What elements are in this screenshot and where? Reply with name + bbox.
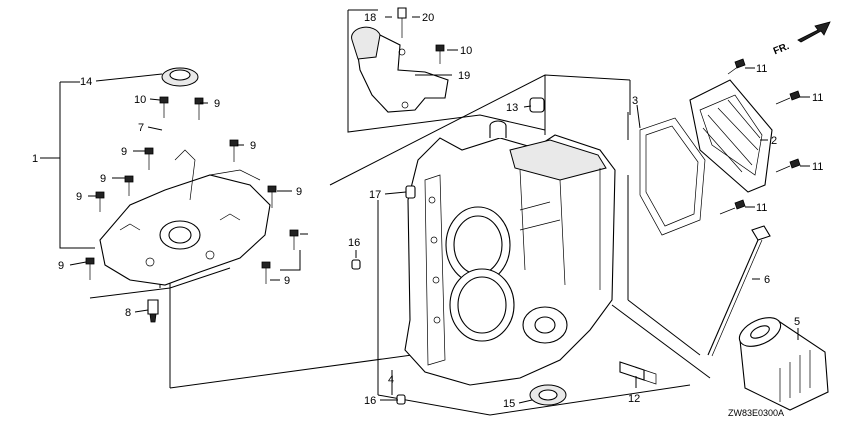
oil-filter (738, 317, 829, 411)
callout-11-d: 11 (756, 202, 767, 214)
callout-9-d: 9 (100, 173, 106, 185)
callout-17: 17 (369, 189, 381, 201)
callout-9-e: 9 (76, 191, 82, 203)
callout-10-a: 10 (134, 94, 146, 106)
callout-2: 2 (771, 135, 777, 147)
callout-9-f: 9 (296, 186, 302, 198)
callouts: 1 2 3 4 5 6 7 8 9 9 9 9 9 9 9 9 10 10 11… (32, 12, 823, 410)
bracket-assembly (351, 7, 449, 113)
direction-label: FR. (772, 41, 791, 57)
callout-11-b: 11 (812, 92, 823, 104)
callout-9-a: 9 (214, 98, 220, 110)
bolts (85, 44, 801, 284)
callout-5: 5 (794, 316, 800, 328)
callout-9-b: 9 (121, 146, 127, 158)
callout-12: 12 (628, 393, 640, 405)
callout-16-b: 16 (364, 395, 376, 407)
callout-3: 3 (632, 95, 638, 107)
callout-19: 19 (458, 70, 470, 82)
small-parts (147, 97, 657, 406)
dipstick (707, 225, 771, 357)
callout-20: 20 (422, 12, 434, 24)
callout-11-c: 11 (812, 161, 823, 173)
callout-4: 4 (388, 374, 394, 386)
leader-lines (69, 16, 810, 404)
callout-6: 6 (764, 274, 770, 286)
callout-15: 15 (503, 398, 515, 410)
callout-1: 1 (32, 153, 38, 165)
callout-9-g: 9 (58, 260, 64, 272)
callout-10-b: 10 (460, 45, 472, 57)
arrow-icon (797, 21, 831, 43)
callout-18: 18 (364, 12, 376, 24)
crankcase-cover (99, 67, 271, 286)
callout-9-h: 9 (284, 275, 290, 287)
group-frames (40, 9, 711, 416)
callout-13: 13 (506, 102, 518, 114)
callout-7: 7 (138, 122, 144, 134)
cylinder-block (404, 120, 616, 386)
callout-9-c: 9 (250, 140, 256, 152)
side-cover (639, 79, 773, 236)
callout-11-a: 11 (756, 63, 767, 75)
callout-16-a: 16 (348, 237, 360, 249)
callout-14: 14 (80, 76, 92, 88)
diagram-code: ZW83E0300A (728, 408, 784, 418)
front-direction-indicator: FR. (772, 21, 831, 57)
callout-8: 8 (125, 307, 131, 319)
